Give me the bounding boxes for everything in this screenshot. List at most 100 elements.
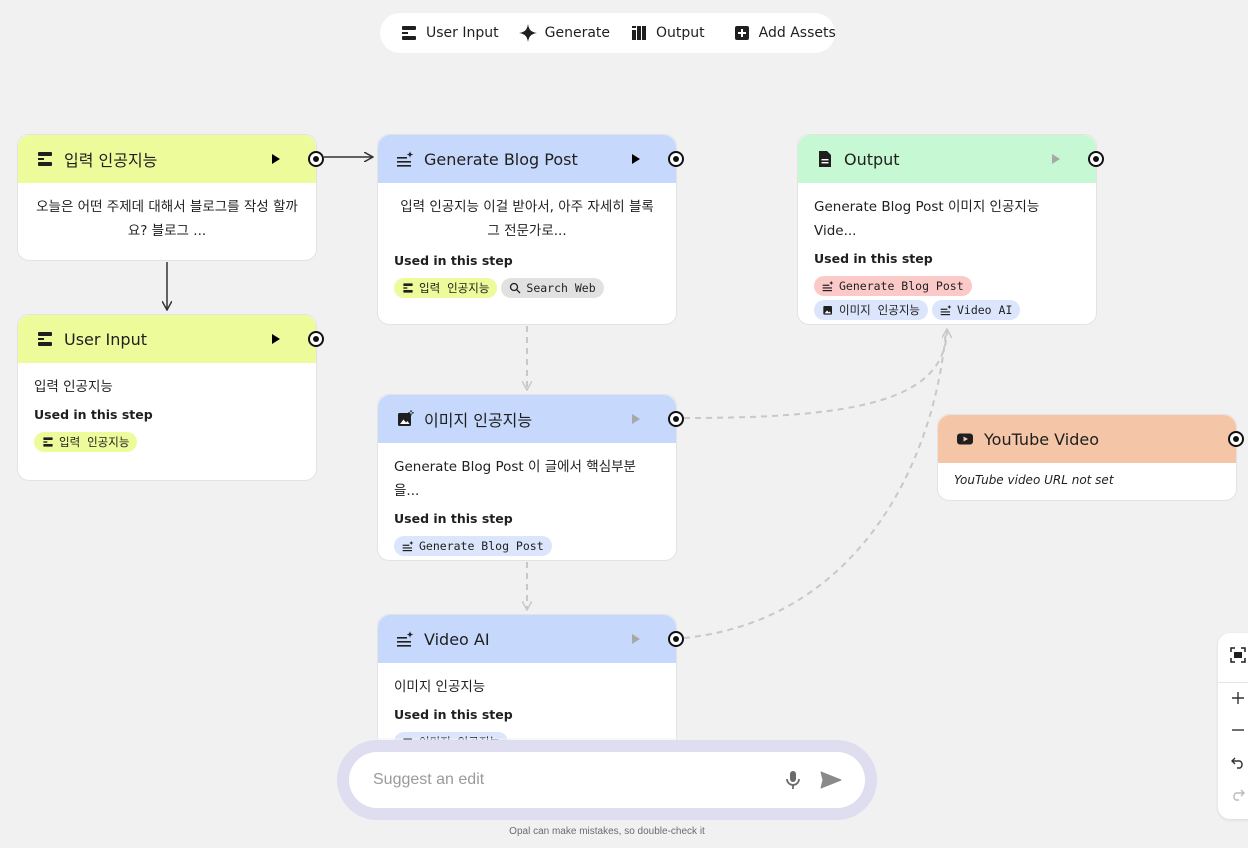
zoom-controls: [1218, 633, 1248, 819]
node-title: Video AI: [424, 629, 490, 649]
fit-view-button[interactable]: [1228, 645, 1248, 665]
node-header[interactable]: User Input: [18, 315, 324, 363]
redo-button[interactable]: [1228, 784, 1248, 804]
run-button[interactable]: [272, 154, 280, 164]
generate-text-icon: [402, 540, 414, 552]
node-title: YouTube Video: [984, 429, 1099, 449]
chip-input-ai[interactable]: 입력 인공지능: [34, 432, 138, 452]
output-port[interactable]: [668, 411, 684, 427]
node-title: Generate Blog Post: [424, 149, 578, 169]
undo-icon: [1231, 757, 1243, 769]
user-input-icon: [403, 283, 413, 293]
chip-input-ai[interactable]: 입력 인공지능: [394, 278, 498, 298]
zoom-out-button[interactable]: [1228, 720, 1248, 740]
node-header[interactable]: 입력 인공지능: [18, 135, 324, 183]
used-label: Used in this step: [394, 707, 513, 722]
chip-generate-blog-post[interactable]: Generate Blog Post: [814, 276, 972, 296]
chip-generate-blog-post[interactable]: Generate Blog Post: [394, 536, 552, 556]
node-video-ai[interactable]: Video AI 이미지 인공지능 Used in this step 이미지 …: [377, 614, 684, 764]
node-prompt: Generate Blog Post 이 글에서 핵심부분을...: [394, 459, 636, 499]
node-youtube-video[interactable]: YouTube Video YouTube video URL not set: [937, 414, 1244, 501]
top-toolbar: User Input Generate Output Add Assets: [380, 13, 836, 53]
image-gen-icon: [823, 306, 832, 315]
suggest-edit-input[interactable]: [373, 771, 767, 789]
youtube-url-status: YouTube video URL not set: [954, 473, 1114, 487]
run-button[interactable]: [632, 634, 640, 644]
node-header[interactable]: Generate Blog Post: [378, 135, 684, 183]
redo-icon: [1233, 789, 1245, 801]
generate-text-icon: [397, 151, 414, 167]
user-input-button[interactable]: User Input: [400, 24, 499, 42]
generate-button[interactable]: Generate: [518, 24, 611, 42]
mic-icon[interactable]: [781, 768, 805, 792]
node-header[interactable]: Video AI: [378, 615, 684, 663]
add-assets-label: Add Assets: [758, 25, 836, 41]
node-output[interactable]: Output Generate Blog Post 이미지 인공지능 Vide.…: [797, 134, 1104, 325]
run-button[interactable]: [1052, 154, 1060, 164]
node-title: 입력 인공지능: [64, 151, 158, 170]
edge-video-to-output: [683, 329, 947, 639]
node-prompt: 입력 인공지능 이걸 받아서, 아주 자세히 블록그 전문가로...: [400, 199, 654, 239]
generate-label: Generate: [544, 25, 611, 41]
add-assets-button[interactable]: Add Assets: [733, 24, 836, 42]
output-label: Output: [656, 25, 705, 41]
disclaimer: Opal can make mistakes, so double-check …: [509, 826, 705, 837]
zoom-divider: [1218, 682, 1248, 683]
user-input-icon: [43, 437, 53, 447]
chip-label: Generate Blog Post: [839, 279, 964, 293]
chip-label: 이미지 인공지능: [839, 303, 920, 317]
prompt-field-container: [349, 752, 865, 808]
chip-image-ai[interactable]: 이미지 인공지능: [814, 300, 928, 320]
node-title: 이미지 인공지능: [424, 411, 533, 430]
node-input-ai[interactable]: 입력 인공지능 오늘은 어떤 주제데 대해서 블로그를 작성 할까요? 블로그 …: [17, 134, 324, 261]
output-port[interactable]: [668, 151, 684, 167]
add-icon: [734, 26, 749, 40]
output-button[interactable]: Output: [630, 24, 705, 42]
edge-image-to-output: [683, 330, 947, 419]
used-label: Used in this step: [394, 511, 513, 526]
fit-view-icon: [1230, 647, 1246, 663]
run-button[interactable]: [632, 154, 640, 164]
chip-label: 입력 인공지능: [59, 435, 130, 449]
node-prompt: 입력 인공지능: [34, 379, 113, 395]
run-button[interactable]: [272, 334, 280, 344]
output-port[interactable]: [1088, 151, 1104, 167]
document-icon: [819, 151, 831, 167]
output-port[interactable]: [1228, 431, 1244, 447]
zoom-out-icon: [1232, 729, 1244, 731]
undo-button[interactable]: [1228, 752, 1248, 772]
node-user-input[interactable]: User Input 입력 인공지능 Used in this step 입력 …: [17, 314, 324, 481]
node-generate-blog-post[interactable]: Generate Blog Post 입력 인공지능 이걸 받아서, 아주 자세…: [377, 134, 684, 325]
zoom-in-icon: [1232, 692, 1244, 704]
node-prompt: 오늘은 어떤 주제데 대해서 블로그를 작성 할까요? 블로그 ...: [36, 199, 298, 239]
generate-text-icon: [940, 304, 952, 316]
search-icon: [510, 282, 521, 294]
output-port[interactable]: [308, 151, 324, 167]
youtube-icon: [957, 433, 973, 445]
node-header[interactable]: Output: [798, 135, 1104, 183]
chip-search-web[interactable]: Search Web: [501, 278, 604, 298]
user-input-icon: [38, 332, 52, 346]
prompt-bar: [337, 740, 877, 820]
sparkle-icon: [518, 24, 537, 42]
node-prompt: 이미지 인공지능: [394, 679, 486, 695]
used-label: Used in this step: [394, 253, 513, 268]
used-label: Used in this step: [34, 407, 153, 422]
node-image-ai[interactable]: 이미지 인공지능 Generate Blog Post 이 글에서 핵심부분을.…: [377, 394, 684, 561]
generate-text-icon: [397, 631, 414, 647]
output-icon: [632, 26, 647, 40]
output-port[interactable]: [308, 331, 324, 347]
output-port[interactable]: [668, 631, 684, 647]
chip-label: Search Web: [526, 281, 596, 295]
send-icon[interactable]: [819, 768, 843, 792]
chip-video-ai[interactable]: Video AI: [931, 300, 1021, 320]
node-title: Output: [844, 149, 900, 169]
chip-label: Generate Blog Post: [419, 539, 544, 553]
node-header[interactable]: YouTube Video: [938, 415, 1244, 463]
node-title: User Input: [64, 329, 147, 349]
node-header[interactable]: 이미지 인공지능: [378, 395, 684, 443]
run-button[interactable]: [632, 414, 640, 424]
user-input-icon: [38, 152, 52, 166]
generate-text-icon: [822, 280, 834, 292]
zoom-in-button[interactable]: [1228, 688, 1248, 708]
